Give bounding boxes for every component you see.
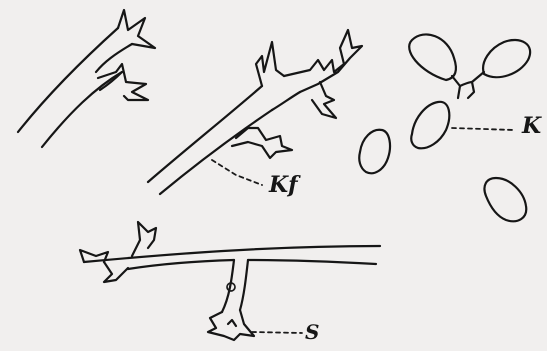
hypha-branch-bottom [80,222,380,340]
hypha-branch-top-left [18,10,155,147]
label-k: K [522,115,541,137]
spore-lower-right [484,178,526,221]
hypha-branch-middle [148,30,362,194]
spore-left [359,130,390,173]
label-s: S [305,322,319,342]
spore-pair-germinating [409,34,530,98]
label-kf: Kf [269,174,298,196]
spore-middle-labelled [411,102,514,148]
